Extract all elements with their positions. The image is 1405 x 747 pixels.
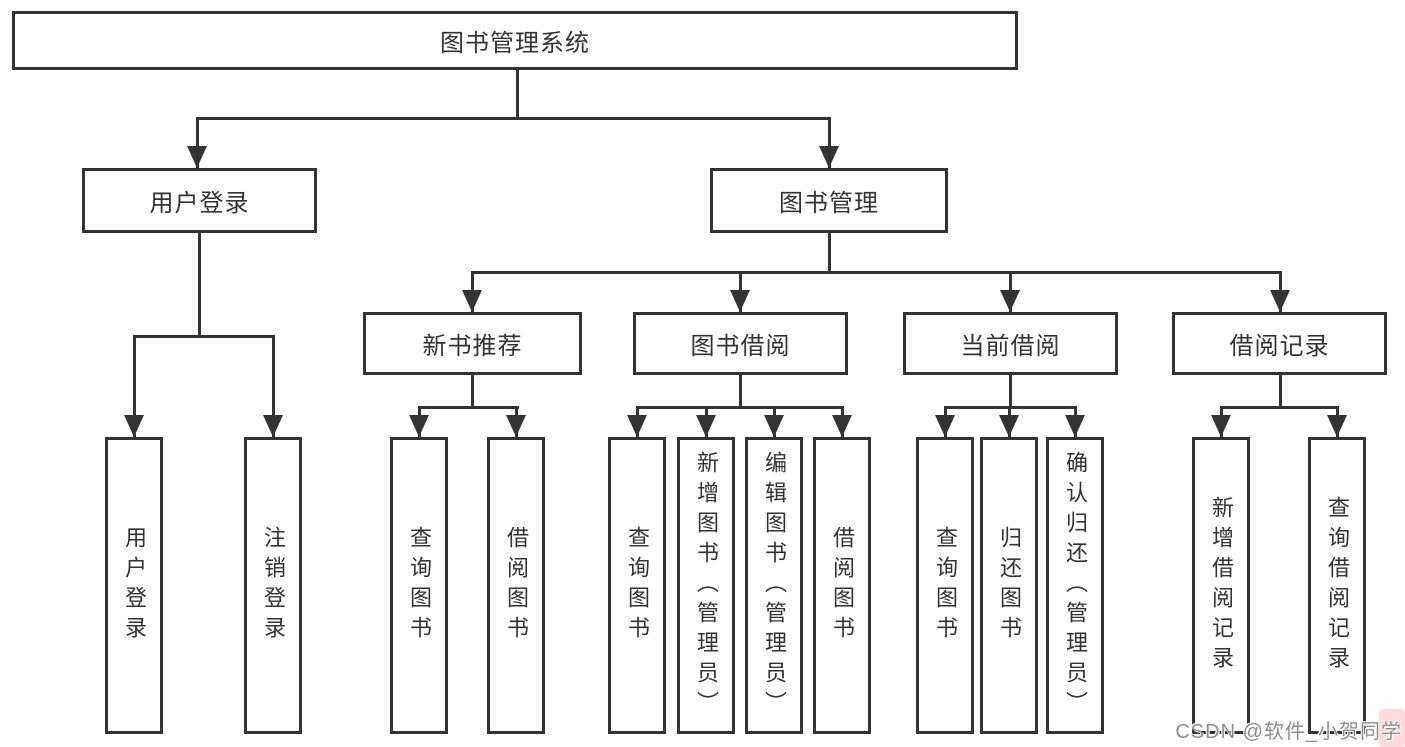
arrow-down-icon bbox=[462, 290, 482, 312]
connector-line bbox=[739, 375, 742, 409]
connector-line bbox=[272, 335, 275, 437]
leaf-edit-books-admin-label: 编辑图书（管理员） bbox=[762, 450, 787, 721]
connector-line bbox=[196, 117, 831, 120]
arrow-down-icon bbox=[1327, 415, 1347, 437]
arrow-down-icon bbox=[1000, 290, 1020, 312]
arrow-down-icon bbox=[124, 415, 144, 437]
leaf-add-borrow-record: 新增借阅记录 bbox=[1192, 437, 1250, 734]
arrow-down-icon bbox=[999, 415, 1019, 437]
node-user-login: 用户登录 bbox=[82, 168, 317, 233]
arrow-down-icon bbox=[627, 415, 647, 437]
leaf-borrow-books-recommend: 借阅图书 bbox=[487, 437, 545, 734]
connector-line bbox=[198, 233, 201, 336]
arrow-down-icon bbox=[832, 415, 852, 437]
connector-line bbox=[828, 117, 831, 168]
connector-line bbox=[828, 233, 831, 274]
connector-line bbox=[1009, 375, 1012, 409]
arrow-down-icon bbox=[409, 415, 429, 437]
node-book-management: 图书管理 bbox=[710, 168, 948, 233]
leaf-borrow-books-recommend-label: 借阅图书 bbox=[504, 525, 529, 646]
leaf-query-borrow-record-label: 查询借阅记录 bbox=[1325, 495, 1350, 676]
connector-line bbox=[1220, 406, 1339, 409]
leaf-query-books-current: 查询图书 bbox=[916, 437, 974, 734]
leaf-return-books: 归还图书 bbox=[980, 437, 1038, 734]
connector-line bbox=[196, 117, 199, 168]
arrow-down-icon bbox=[1065, 415, 1085, 437]
leaf-return-books-label: 归还图书 bbox=[997, 525, 1022, 646]
connector-line bbox=[133, 335, 275, 338]
connector-line bbox=[418, 406, 519, 409]
connector-line bbox=[636, 406, 844, 409]
arrow-down-icon bbox=[935, 415, 955, 437]
leaf-logout: 注销登录 bbox=[244, 437, 302, 734]
leaf-query-books-current-label: 查询图书 bbox=[933, 525, 958, 646]
leaf-add-borrow-record-label: 新增借阅记录 bbox=[1209, 495, 1234, 676]
leaf-query-books-recommend: 查询图书 bbox=[390, 437, 448, 734]
arrow-down-icon bbox=[764, 415, 784, 437]
leaf-user-login-label: 用户登录 bbox=[122, 525, 147, 646]
connector-line bbox=[1279, 375, 1282, 409]
node-borrowing-records: 借阅记录 bbox=[1172, 312, 1387, 375]
leaf-edit-books-admin: 编辑图书（管理员） bbox=[745, 437, 803, 734]
connector-line bbox=[471, 271, 1282, 274]
watermark: CSDN @软件_小贺同学 bbox=[1175, 721, 1402, 743]
leaf-query-books-borrowing-label: 查询图书 bbox=[625, 525, 650, 646]
leaf-query-borrow-record: 查询借阅记录 bbox=[1308, 437, 1366, 734]
arrow-down-icon bbox=[696, 415, 716, 437]
connector-line bbox=[516, 70, 519, 117]
node-book-borrowing: 图书借阅 bbox=[633, 312, 848, 375]
arrow-down-icon bbox=[1270, 290, 1290, 312]
watermark-accent bbox=[1379, 709, 1405, 747]
arrow-down-icon bbox=[506, 415, 526, 437]
node-current-borrowing: 当前借阅 bbox=[903, 312, 1118, 375]
node-library-management-system: 图书管理系统 bbox=[12, 11, 1018, 70]
leaf-confirm-return-admin-label: 确认归还（管理员） bbox=[1063, 450, 1088, 721]
leaf-query-books-borrowing: 查询图书 bbox=[608, 437, 666, 734]
leaf-logout-label: 注销登录 bbox=[261, 525, 286, 646]
connector-line bbox=[471, 375, 474, 409]
leaf-user-login: 用户登录 bbox=[105, 437, 163, 734]
leaf-add-books-admin: 新增图书（管理员） bbox=[677, 437, 735, 734]
arrow-down-icon bbox=[187, 146, 207, 168]
leaf-borrow-books-borrowing: 借阅图书 bbox=[813, 437, 871, 734]
leaf-add-books-admin-label: 新增图书（管理员） bbox=[694, 450, 719, 721]
arrow-down-icon bbox=[819, 146, 839, 168]
arrow-down-icon bbox=[263, 415, 283, 437]
arrow-down-icon bbox=[1211, 415, 1231, 437]
node-new-book-recommendation: 新书推荐 bbox=[363, 312, 582, 375]
leaf-query-books-recommend-label: 查询图书 bbox=[407, 525, 432, 646]
leaf-confirm-return-admin: 确认归还（管理员） bbox=[1046, 437, 1104, 734]
arrow-down-icon bbox=[730, 290, 750, 312]
leaf-borrow-books-borrowing-label: 借阅图书 bbox=[830, 525, 855, 646]
connector-line bbox=[133, 335, 136, 437]
